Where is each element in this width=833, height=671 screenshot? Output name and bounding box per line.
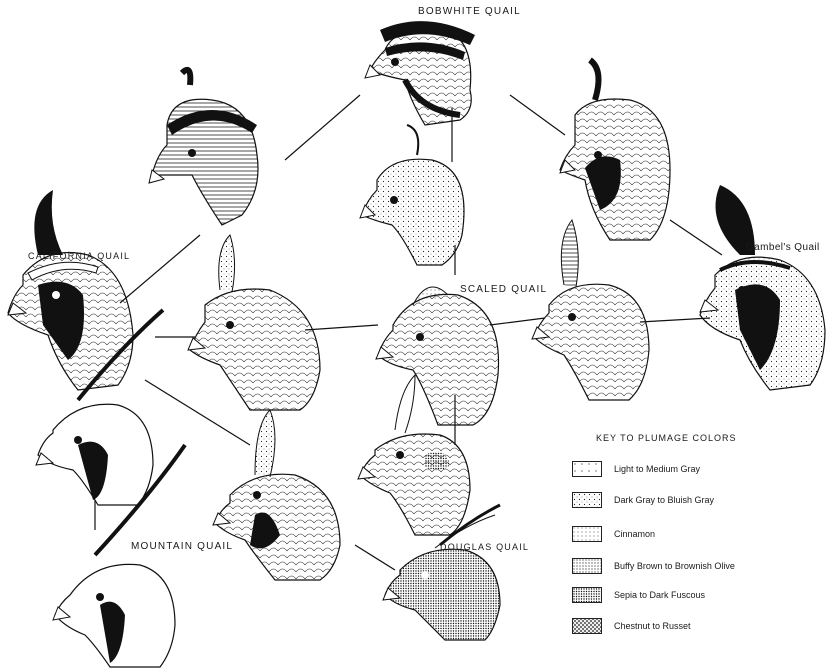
label-bobwhite-quail: BOBWHITE QUAIL <box>418 6 521 17</box>
key-swatch <box>572 492 602 508</box>
head-gambels-x-scaled <box>532 220 649 400</box>
head-gambels-x-bobwhite <box>560 60 670 240</box>
key-item-label: Light to Medium Gray <box>614 464 700 474</box>
key-item: Dark Gray to Bluish Gray <box>572 490 714 510</box>
key-item: Chestnut to Russet <box>572 616 691 636</box>
head-scaled-x-bobwhite <box>360 125 464 265</box>
key-item-label: Chestnut to Russet <box>614 621 691 631</box>
label-scaled-quail: SCALED QUAIL <box>460 284 547 295</box>
key-title: KEY TO PLUMAGE COLORS <box>596 433 737 443</box>
key-swatch <box>572 618 602 634</box>
label-california-quail: CALIFORNIA QUAIL <box>28 251 130 261</box>
key-swatch <box>572 587 602 603</box>
key-item: Sepia to Dark Fuscous <box>572 585 705 605</box>
head-california-x-scaled <box>188 235 320 410</box>
key-item-label: Buffy Brown to Brownish Olive <box>614 561 735 571</box>
key-swatch <box>572 558 602 574</box>
key-item-label: Cinnamon <box>614 529 655 539</box>
label-gambels-quail: Gambel's Quail <box>746 242 820 253</box>
key-item: Buffy Brown to Brownish Olive <box>572 556 735 576</box>
key-item-label: Sepia to Dark Fuscous <box>614 590 705 600</box>
head-gambels <box>700 185 825 390</box>
key-item: Cinnamon <box>572 524 655 544</box>
key-item-label: Dark Gray to Bluish Gray <box>614 495 714 505</box>
key-swatch <box>572 526 602 542</box>
head-bobwhite-x-california <box>149 70 258 225</box>
key-item: Light to Medium Gray <box>572 459 700 479</box>
label-douglas-quail: DOUGLAS QUAIL <box>440 542 529 552</box>
head-scaled-x-mountain <box>213 410 340 580</box>
label-mountain-quail: MOUNTAIN QUAIL <box>131 541 233 552</box>
key-swatch <box>572 461 602 477</box>
head-bobwhite <box>365 21 475 125</box>
head-scaled <box>376 287 499 425</box>
